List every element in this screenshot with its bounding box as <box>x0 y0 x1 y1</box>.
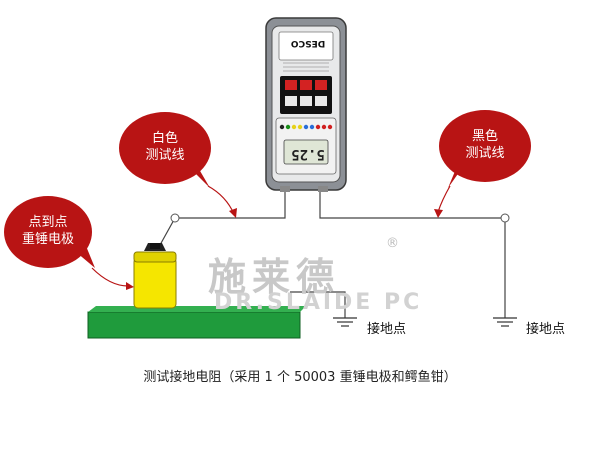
callout-line: 黑色 <box>471 129 498 144</box>
registered-mark: ® <box>386 236 399 251</box>
test-leads <box>159 188 506 318</box>
resistance-meter <box>265 17 347 192</box>
callout-line: 测试线 <box>465 146 505 161</box>
callout-electrode <box>4 196 134 290</box>
ground-symbol <box>333 317 357 327</box>
callout-line: 点到点 <box>28 215 68 230</box>
callout-line: 白色 <box>151 131 178 146</box>
callout-white-lead <box>119 112 237 218</box>
watermark-english: DR.SLAIDE PC <box>214 290 423 315</box>
ground-point-label: 接地点 <box>367 322 407 337</box>
meter-display: 5.25 <box>291 146 325 162</box>
callout-line: 测试线 <box>145 148 185 163</box>
diagram-caption: 测试接地电阻（采用 1 个 50003 重锤电极和鳄鱼钳） <box>143 370 457 385</box>
watermark-chinese: 施莱德 <box>208 254 341 299</box>
callout-electrode-text: 点到点 重锤电极 <box>8 214 88 248</box>
callout-black-lead <box>434 110 531 218</box>
board-ground-wire <box>290 291 346 318</box>
ground-symbol <box>493 317 517 327</box>
black-lead-wire <box>319 188 506 318</box>
white-lead-wire <box>159 188 286 246</box>
weight-electrode <box>133 243 177 309</box>
black-lead-clip <box>500 213 510 223</box>
callout-line: 重锤电极 <box>21 232 74 247</box>
indicator-leds <box>279 124 333 130</box>
ground-point-label: 接地点 <box>526 322 566 337</box>
callout-white-lead-text: 白色 测试线 <box>125 130 205 164</box>
meter-brand: DESCO <box>290 38 326 48</box>
white-lead-clip <box>170 213 180 223</box>
callout-black-lead-text: 黑色 测试线 <box>445 128 525 162</box>
